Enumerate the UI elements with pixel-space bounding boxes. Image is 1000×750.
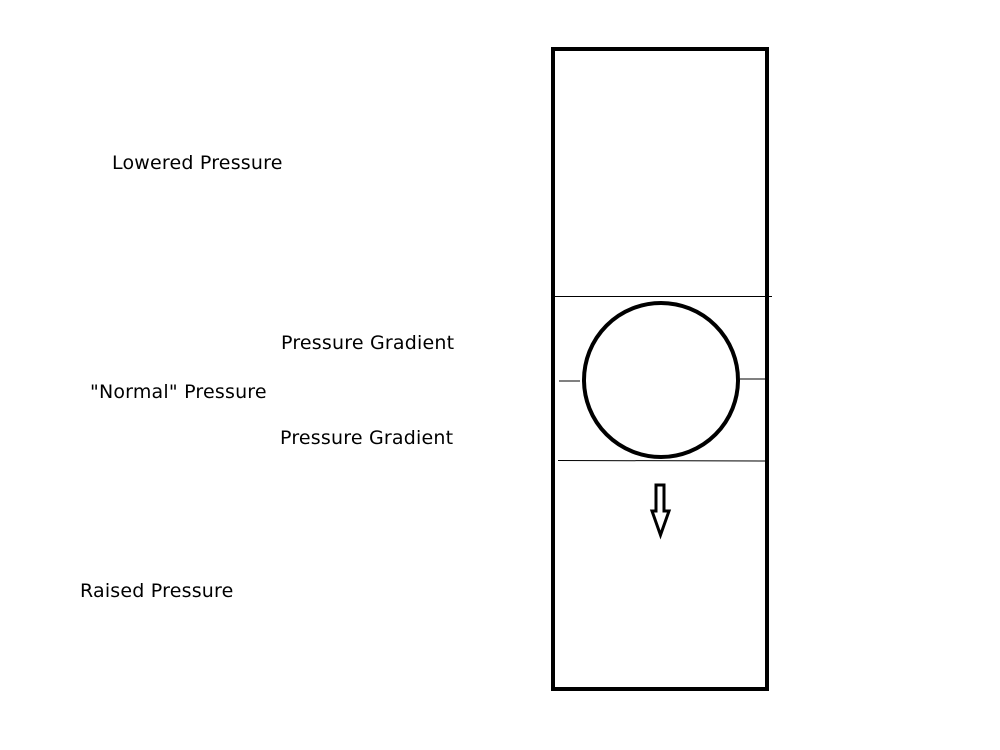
bubble-circle: [582, 301, 740, 459]
label-raised-pressure: Raised Pressure: [80, 580, 234, 602]
label-pressure-gradient-top: Pressure Gradient: [281, 332, 455, 354]
label-normal-pressure: "Normal" Pressure: [90, 381, 267, 403]
label-lowered-pressure: Lowered Pressure: [112, 152, 283, 174]
container-column: [551, 47, 769, 691]
lower-boundary-line: [557, 460, 766, 462]
down-arrow-icon: [649, 483, 672, 540]
label-pressure-gradient-bottom: Pressure Gradient: [280, 427, 454, 449]
